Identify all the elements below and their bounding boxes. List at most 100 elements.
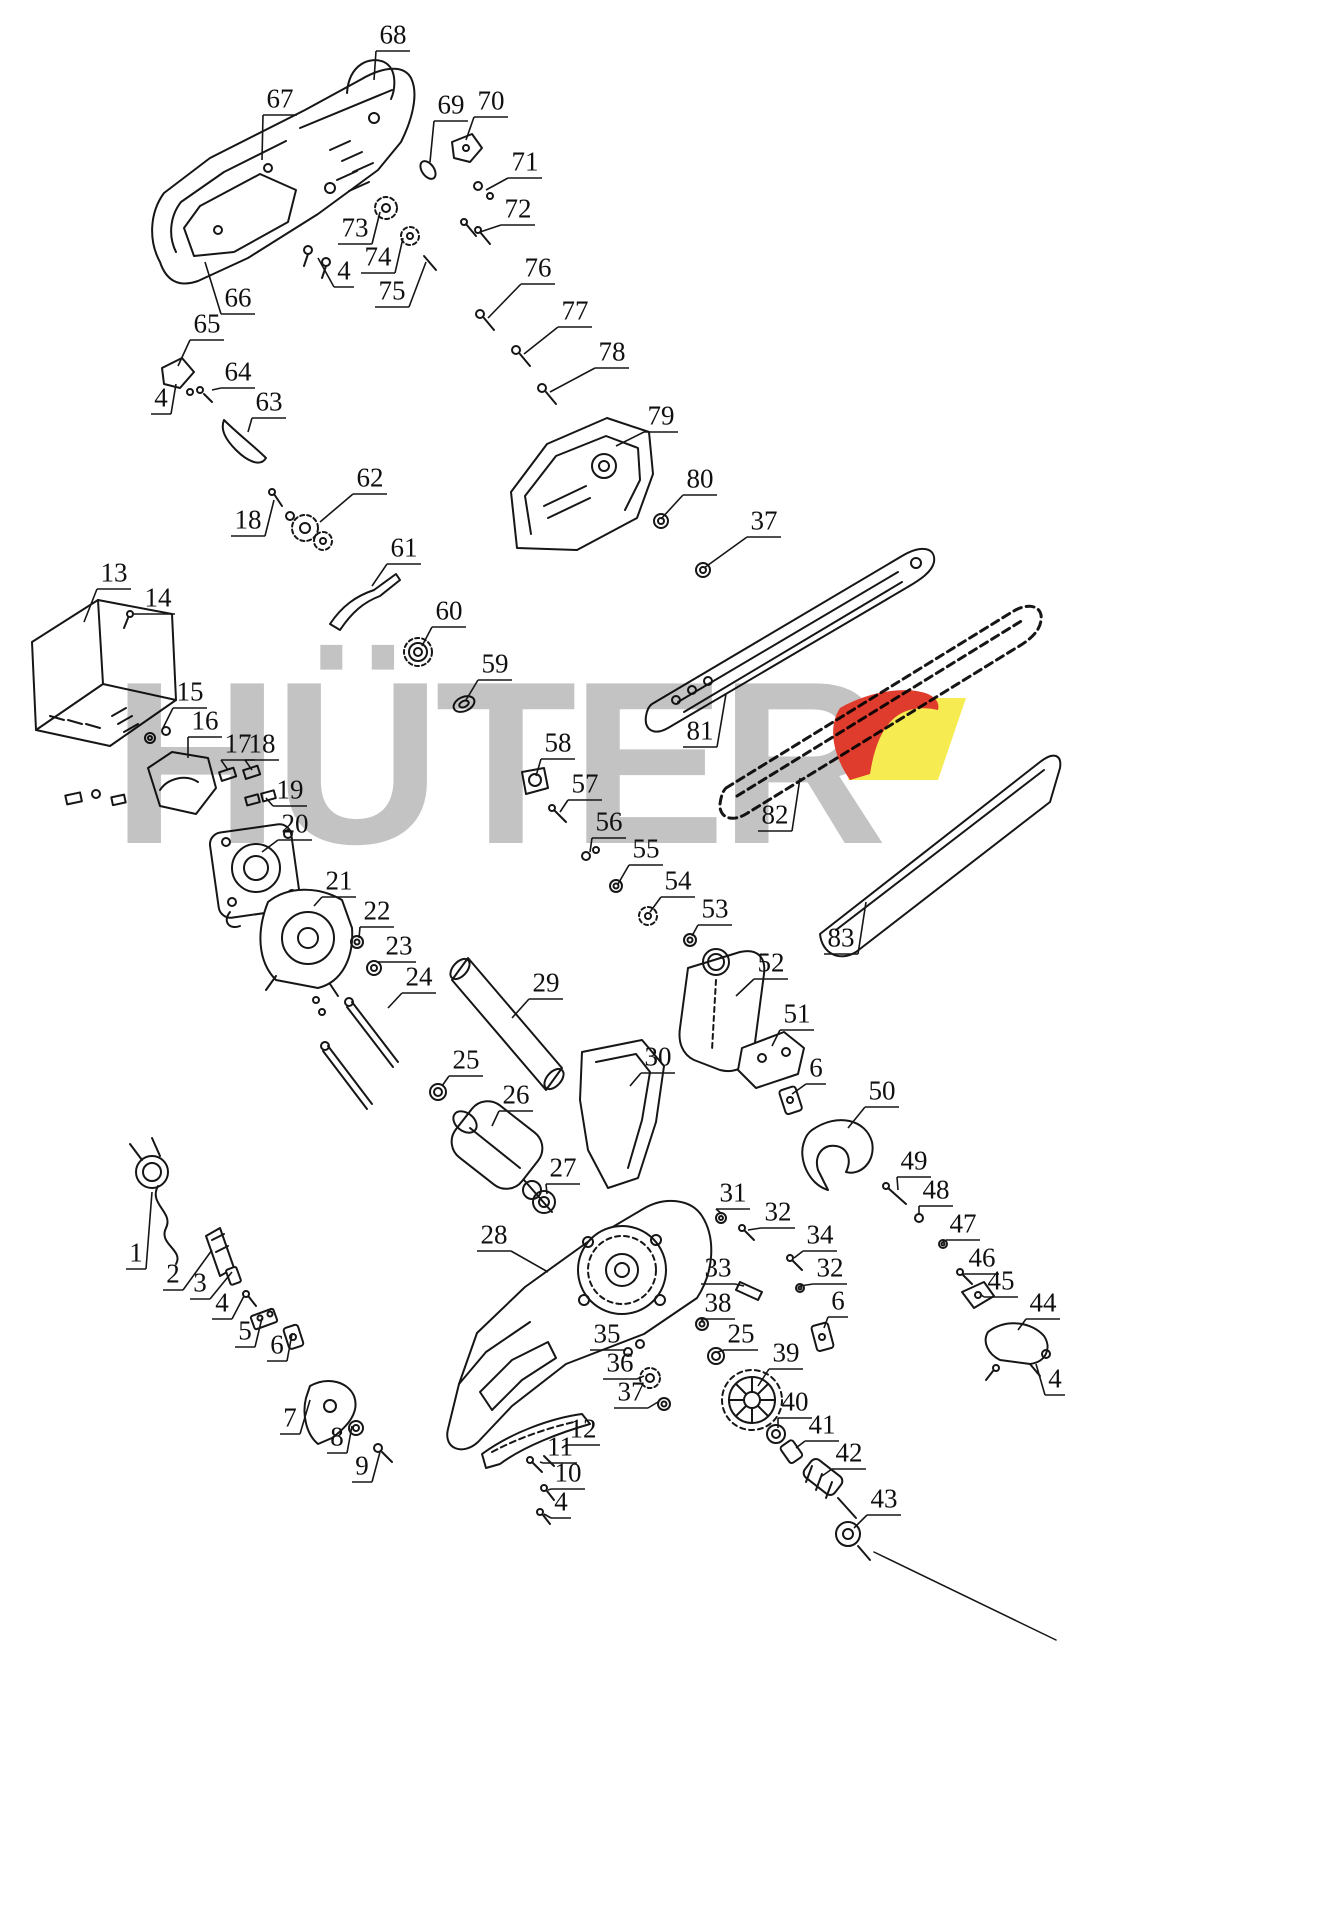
leader-line-37 (703, 536, 781, 569)
leader-line-4 (212, 1295, 245, 1320)
leader-line-5 (235, 1317, 263, 1348)
part-label-29: 29 (532, 967, 560, 998)
part-label-33: 33 (704, 1252, 732, 1283)
part-label-25: 25 (452, 1044, 480, 1075)
part-label-34: 34 (806, 1219, 834, 1250)
part-label-15: 15 (176, 676, 204, 707)
part-label-80: 80 (686, 463, 714, 494)
leader-line-29 (511, 998, 563, 1019)
leader-line-32 (747, 1227, 795, 1231)
leader-line-70 (465, 116, 508, 141)
part-label-1: 1 (129, 1237, 143, 1268)
leader-line-76 (487, 283, 555, 319)
leader-line-81 (683, 693, 727, 748)
leader-line-4 (543, 1513, 571, 1519)
part-label-3: 3 (193, 1267, 207, 1298)
part-label-13: 13 (100, 557, 128, 588)
part-rod-61 (329, 573, 401, 631)
leader-line-50 (847, 1106, 899, 1129)
part-label-2: 2 (166, 1258, 180, 1289)
part-battery-box-13 (31, 599, 177, 747)
part-label-75: 75 (378, 275, 406, 306)
leader-line-73 (338, 211, 381, 245)
part-label-18: 18 (248, 728, 276, 759)
leader-line-65 (177, 339, 224, 367)
part-label-7: 7 (283, 1402, 297, 1433)
part-label-45: 45 (987, 1265, 1015, 1296)
leader-line-26 (491, 1110, 533, 1127)
leader-line-57 (559, 799, 602, 813)
leader-line-58 (535, 758, 575, 777)
leader-line-52 (735, 978, 788, 997)
part-washer-59 (452, 695, 476, 713)
leader-line-79 (615, 431, 678, 447)
part-label-26: 26 (502, 1079, 530, 1110)
part-label-27: 27 (549, 1152, 577, 1183)
part-label-81: 81 (686, 715, 714, 746)
leader-line-66 (204, 261, 255, 315)
part-guide-bar-81 (644, 547, 936, 733)
hardware-53-58-cluster (521, 767, 697, 947)
leader-line-60 (421, 626, 466, 647)
leader-line-33 (701, 1283, 745, 1287)
part-label-51: 51 (783, 998, 811, 1029)
leader-line-21 (313, 896, 356, 907)
part-armature-26 (450, 1100, 553, 1213)
leader-line-67 (261, 114, 297, 161)
leader-line-49 (896, 1176, 931, 1191)
part-sprocket-39 (721, 1369, 783, 1431)
part-label-24: 24 (405, 961, 433, 992)
leader-line-6 (267, 1333, 293, 1362)
part-label-40: 40 (781, 1386, 809, 1417)
part-label-4: 4 (554, 1486, 568, 1517)
part-label-16: 16 (191, 705, 219, 736)
leader-line-19 (265, 797, 307, 807)
part-label-11: 11 (547, 1431, 573, 1462)
part-label-4: 4 (337, 255, 351, 286)
part-label-66: 66 (224, 282, 252, 313)
leader-line-42 (821, 1468, 866, 1477)
part-label-17: 17 (224, 728, 252, 759)
leader-line-4 (1035, 1363, 1065, 1396)
part-block-6-upper (778, 1085, 803, 1116)
part-bracket-51 (737, 1031, 805, 1089)
leader-line-38 (700, 1318, 735, 1323)
leader-line-77 (523, 326, 592, 355)
leader-line-43 (853, 1514, 901, 1529)
leader-line-71 (485, 177, 542, 191)
part-label-43: 43 (870, 1483, 898, 1514)
part-label-20: 20 (281, 808, 309, 839)
leader-line-40 (777, 1417, 812, 1428)
part-label-78: 78 (598, 336, 626, 367)
part-label-47: 47 (949, 1208, 977, 1239)
part-label-36: 36 (606, 1347, 634, 1378)
part-label-69: 69 (437, 89, 465, 120)
leader-line-62 (319, 493, 387, 523)
part-label-32: 32 (764, 1196, 792, 1227)
part-label-83: 83 (827, 922, 855, 953)
part-label-31: 31 (719, 1177, 747, 1208)
leader-line-25 (717, 1349, 758, 1353)
leader-line-72 (479, 224, 535, 233)
part-label-9: 9 (355, 1450, 369, 1481)
part-label-52: 52 (757, 947, 785, 978)
leader-line-31 (715, 1208, 750, 1215)
part-label-12: 12 (569, 1413, 597, 1444)
hardware-2-9-cluster (205, 1227, 393, 1463)
leader-line-78 (549, 367, 629, 393)
leader-line-51 (771, 1029, 814, 1047)
part-label-56: 56 (595, 806, 623, 837)
part-hook-50 (801, 1119, 874, 1191)
leader-line-59 (465, 679, 512, 701)
part-label-73: 73 (341, 212, 369, 243)
part-power-cord-1 (129, 1137, 179, 1265)
leader-line-16 (187, 736, 222, 758)
part-guard-12 (481, 1413, 591, 1469)
part-label-37: 37 (750, 505, 778, 536)
part-label-6: 6 (809, 1052, 823, 1083)
part-label-6: 6 (831, 1285, 845, 1316)
leader-line-75 (375, 261, 427, 308)
hardware-22-24-cluster (312, 935, 399, 1110)
